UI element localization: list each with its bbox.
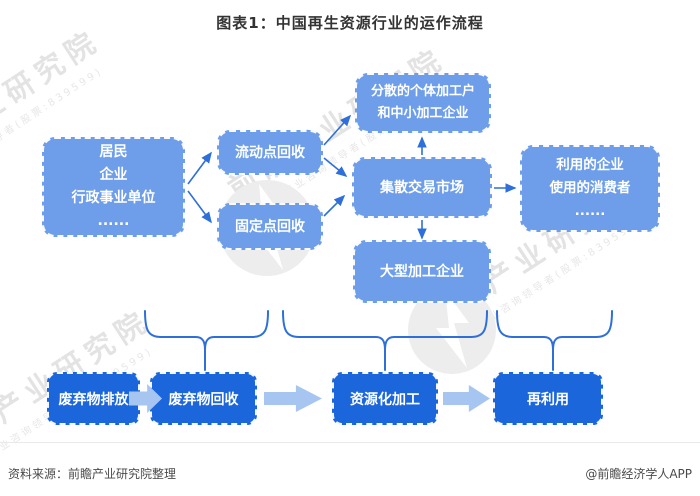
- end-user-line: 利用的企业: [556, 157, 624, 173]
- process-step-label: 废弃物回收: [168, 391, 239, 408]
- trading-market-box: 集散交易市场: [352, 157, 492, 218]
- fixed-recycle-box: 固定点回收: [217, 203, 323, 250]
- brace-processing-group: [282, 310, 488, 371]
- arrow-mobile-to-market: [323, 157, 348, 178]
- process-step-label: 废弃物排放: [58, 391, 129, 408]
- large-processors-box: 大型加工企业: [353, 240, 491, 303]
- end-user-box: 利用的企业 使用的消费者 ......: [520, 145, 660, 232]
- arrow-fixed-to-market: [323, 194, 346, 217]
- arrow-source-to-fixed: [187, 190, 212, 224]
- process-step-label: 再利用: [527, 391, 569, 408]
- source-box-line: ......: [97, 213, 130, 229]
- credit-text: @前瞻经济学人APP: [585, 467, 692, 481]
- end-user-line: 使用的消费者: [549, 180, 631, 196]
- process-step-waste-recycle: 废弃物回收: [150, 372, 257, 425]
- arrow-mobile-to-scattered: [323, 114, 352, 146]
- scattered-processors-line: 和中小加工企业: [377, 106, 469, 121]
- large-processors-label: 大型加工企业: [380, 263, 464, 280]
- brace-recycle-group: [144, 310, 269, 371]
- chart-title: 图表1：中国再生资源行业的运作流程: [216, 14, 484, 32]
- data-source-text: 资料来源：前瞻产业研究院整理: [8, 467, 177, 481]
- source-box: 居民 企业 行政事业单位 ......: [42, 137, 185, 237]
- trading-market-label: 集散交易市场: [380, 179, 464, 196]
- arrow-source-to-mobile: [187, 151, 212, 185]
- brace-reuse-group: [496, 310, 613, 371]
- source-box-line: 行政事业单位: [71, 190, 156, 206]
- process-step-reuse: 再利用: [493, 372, 603, 425]
- process-step-waste-discharge: 废弃物排放: [47, 372, 140, 425]
- scattered-processors-line: 分散的个体加工户: [370, 84, 475, 99]
- block-arrow-icon: [264, 385, 322, 412]
- fixed-recycle-label: 固定点回收: [235, 218, 305, 235]
- scattered-processors-box: 分散的个体加工户 和中小加工企业: [355, 73, 491, 133]
- process-step-resource-processing: 资源化加工: [332, 372, 438, 425]
- mobile-recycle-box: 流动点回收: [217, 130, 323, 175]
- footer: 资料来源：前瞻产业研究院整理 @前瞻经济学人APP: [0, 442, 700, 496]
- source-box-line: 企业: [99, 167, 128, 183]
- mobile-recycle-label: 流动点回收: [235, 144, 305, 161]
- source-box-line: 居民: [99, 144, 128, 160]
- block-arrow-icon: [443, 385, 490, 412]
- end-user-line: ......: [574, 203, 606, 219]
- process-step-label: 资源化加工: [350, 391, 420, 408]
